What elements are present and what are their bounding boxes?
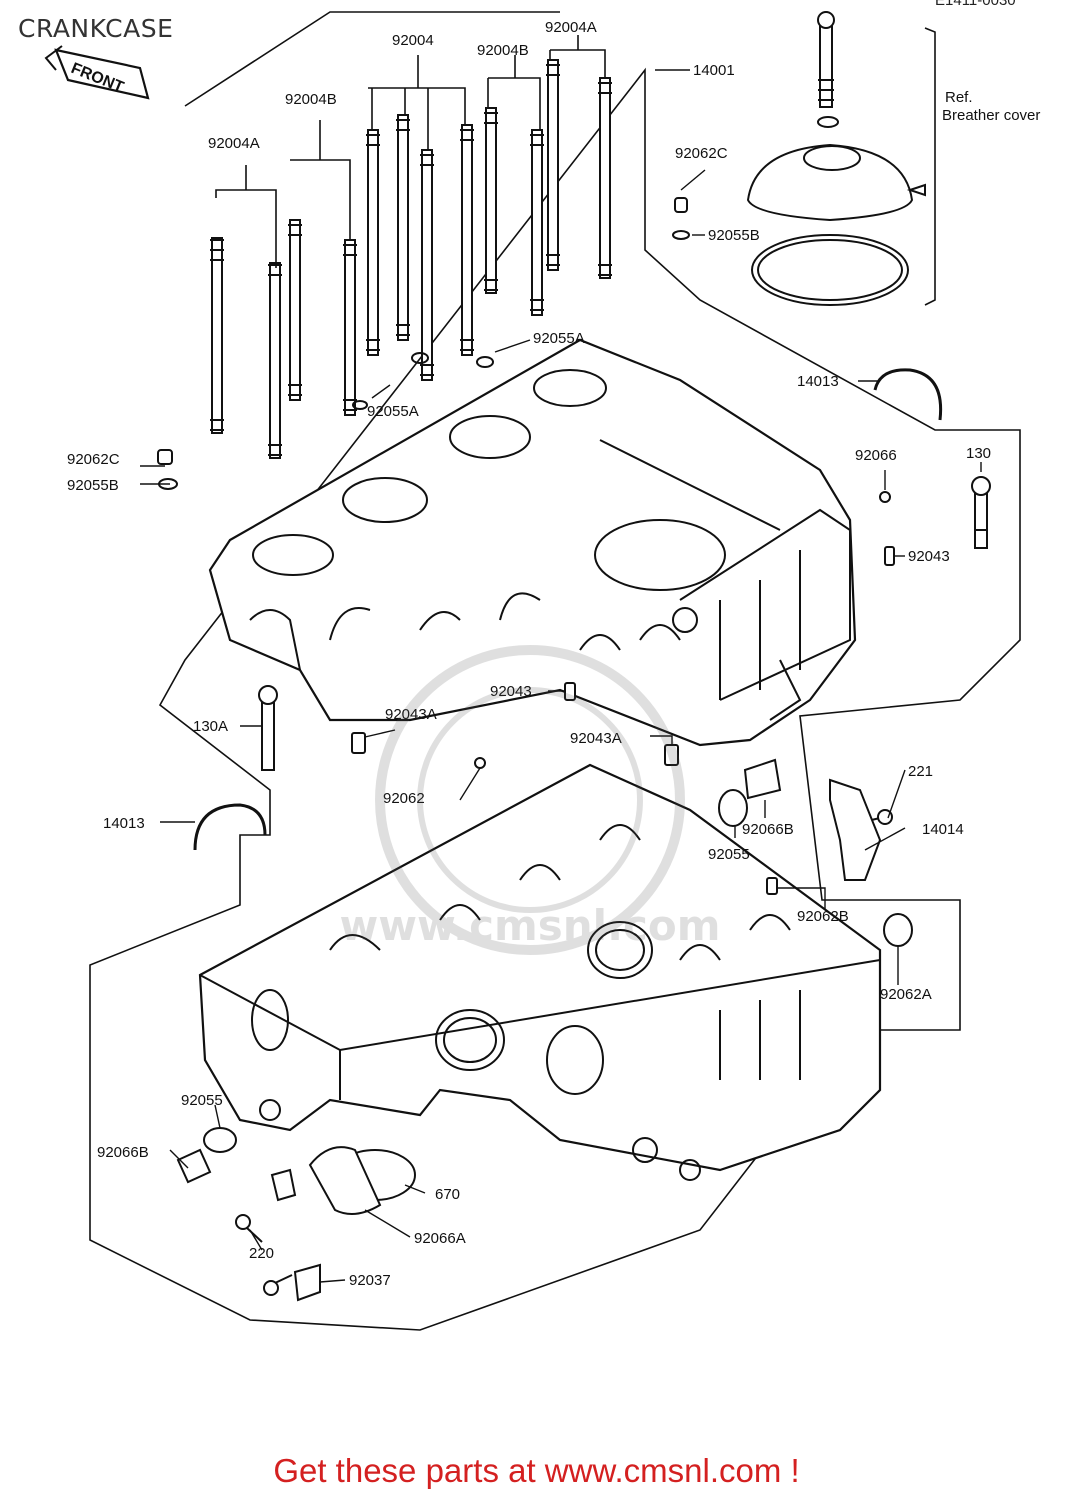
callout-label: 92004B xyxy=(477,42,529,59)
callout-label: 92043A xyxy=(570,730,622,747)
page-title: CRANKCASE xyxy=(18,14,174,43)
footer-link[interactable]: Get these parts at www.cmsnl.com ! xyxy=(273,1452,800,1489)
callout-label: 14001 xyxy=(693,62,735,79)
callout-label: 92043 xyxy=(908,548,950,565)
watermark-logo: www.cmsnl.com xyxy=(339,645,721,955)
callout-label: 130 xyxy=(966,445,991,462)
callout-label: 92043 xyxy=(490,683,532,700)
lower-crankcase xyxy=(198,763,882,1181)
callout-label: 92055A xyxy=(533,330,585,347)
callout-label: 92062 xyxy=(383,790,425,807)
callout-label: 92066B xyxy=(742,821,794,838)
reference-line2: Breather cover xyxy=(942,107,1040,124)
callout-label: 92004A xyxy=(545,19,597,36)
callout-label: 670 xyxy=(435,1186,460,1203)
callout-labels: 92004 92004A 92004B 14001 92004B 92004A … xyxy=(67,19,1040,1289)
callout-label: 220 xyxy=(249,1245,274,1262)
callout-label: 92055A xyxy=(367,403,419,420)
callout-label: 14013 xyxy=(797,373,839,390)
callout-label: 92066A xyxy=(414,1230,466,1247)
callout-label: 92055 xyxy=(181,1092,223,1109)
callout-label: 92055 xyxy=(708,846,750,863)
front-arrow: FRONT xyxy=(44,45,150,100)
callout-label: 14013 xyxy=(103,815,145,832)
breather-cover xyxy=(746,11,926,306)
callout-label: 92055B xyxy=(708,227,760,244)
leader-lines xyxy=(140,69,982,1283)
callout-label: 92004A xyxy=(208,135,260,152)
stud-group-brackets xyxy=(215,35,606,268)
callout-label: 92055B xyxy=(67,477,119,494)
callout-label: 14014 xyxy=(922,821,964,838)
upper-crankcase xyxy=(208,338,857,747)
diagram-code: E1411-0030 xyxy=(935,0,1016,9)
callout-label: 92066B xyxy=(97,1144,149,1161)
callout-label: 92062C xyxy=(675,145,728,162)
callout-label: 92004 xyxy=(392,32,434,49)
callout-label: 92062A xyxy=(880,986,932,1003)
callout-label: 92066 xyxy=(855,447,897,464)
callout-label: 130A xyxy=(193,718,228,735)
callout-label: 221 xyxy=(908,763,933,780)
callout-label: 92043A xyxy=(385,706,437,723)
callout-label: 92062B xyxy=(797,908,849,925)
reference-line1: Ref. xyxy=(945,89,973,106)
small-parts xyxy=(157,197,991,1302)
callout-label: 92062C xyxy=(67,451,120,468)
callout-label: 92004B xyxy=(285,91,337,108)
callout-label: 92037 xyxy=(349,1272,391,1289)
watermark-text: www.cmsnl.com xyxy=(339,901,720,950)
